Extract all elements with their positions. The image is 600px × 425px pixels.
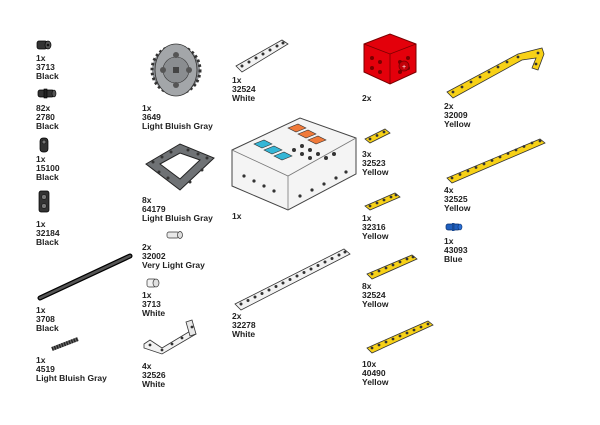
part-number: 32525 bbox=[444, 194, 468, 204]
beam-icon bbox=[366, 254, 418, 280]
part-qty: 1x bbox=[142, 103, 152, 113]
part-number: 3649 bbox=[142, 112, 161, 122]
part-qty: 10x bbox=[362, 359, 377, 369]
part-number: 32524 bbox=[362, 290, 386, 300]
part-qty: 1x bbox=[36, 53, 46, 63]
part-number: 32002 bbox=[142, 251, 166, 261]
spring-icon bbox=[51, 337, 79, 351]
part-number: 2780 bbox=[36, 112, 55, 122]
part-number: 3708 bbox=[36, 314, 55, 324]
beam-icon bbox=[364, 128, 391, 144]
part-number: 15100 bbox=[36, 163, 60, 173]
part-qty: 82x bbox=[36, 103, 51, 113]
axle-pin-icon bbox=[445, 223, 463, 231]
beam-icon bbox=[366, 320, 434, 354]
frame-icon bbox=[145, 143, 215, 191]
part-color: White bbox=[232, 93, 256, 103]
svg-text:+: + bbox=[402, 64, 406, 71]
part-color: Yellow bbox=[444, 203, 471, 213]
part-color: Black bbox=[36, 237, 59, 247]
beam-icon bbox=[364, 192, 401, 211]
part-number: 43093 bbox=[444, 245, 468, 255]
part-color: White bbox=[232, 329, 256, 339]
beam-icon bbox=[446, 138, 546, 184]
connector-icon bbox=[38, 190, 50, 213]
l-beam-icon bbox=[143, 319, 197, 355]
part-number: 32524 bbox=[232, 84, 256, 94]
part-color: Very Light Gray bbox=[142, 260, 205, 270]
part-number: 64179 bbox=[142, 204, 166, 214]
bush-icon bbox=[166, 231, 183, 239]
part-qty: 8x bbox=[362, 281, 372, 291]
part-color: Yellow bbox=[362, 231, 389, 241]
bent-beam-icon bbox=[446, 47, 545, 99]
part-qty: 1x bbox=[444, 236, 454, 246]
part-qty: 2x bbox=[142, 242, 152, 252]
axle-icon bbox=[37, 253, 133, 301]
hub-icon bbox=[231, 117, 357, 211]
part-color: Blue bbox=[444, 254, 463, 264]
part-number: 40490 bbox=[362, 368, 386, 378]
part-color: Light Bluish Gray bbox=[142, 121, 213, 131]
beam-icon bbox=[234, 248, 351, 311]
part-qty: 4x bbox=[142, 361, 152, 371]
part-color: Yellow bbox=[362, 167, 389, 177]
part-color: Yellow bbox=[362, 299, 389, 309]
part-number: 32009 bbox=[444, 110, 468, 120]
part-number: 32526 bbox=[142, 370, 166, 380]
part-color: Black bbox=[36, 172, 59, 182]
part-qty: 3x bbox=[362, 149, 372, 159]
part-number: 3713 bbox=[142, 299, 161, 309]
part-number: 32278 bbox=[232, 320, 256, 330]
part-color: White bbox=[142, 308, 166, 318]
part-color: Light Bluish Gray bbox=[36, 373, 107, 383]
part-qty: 1x bbox=[36, 355, 46, 365]
part-qty: 2x bbox=[362, 93, 372, 103]
part-color: Black bbox=[36, 323, 59, 333]
motor-icon: + bbox=[363, 33, 417, 85]
part-qty: 8x bbox=[142, 195, 152, 205]
part-color: Light Bluish Gray bbox=[142, 213, 213, 223]
part-qty: 1x bbox=[36, 154, 46, 164]
part-number: 4519 bbox=[36, 364, 55, 374]
part-qty: 1x bbox=[362, 213, 372, 223]
part-color: White bbox=[142, 379, 166, 389]
part-qty: 1x bbox=[232, 75, 242, 85]
bush-icon bbox=[36, 40, 52, 50]
bush-icon bbox=[146, 278, 160, 288]
part-qty: 4x bbox=[444, 185, 454, 195]
part-number: 32523 bbox=[362, 158, 386, 168]
pin-icon bbox=[37, 88, 57, 99]
part-qty: 1x bbox=[36, 305, 46, 315]
part-color: Yellow bbox=[444, 119, 471, 129]
part-number: 32184 bbox=[36, 228, 60, 238]
part-color: Black bbox=[36, 71, 59, 81]
beam-icon bbox=[235, 39, 289, 73]
part-qty: 2x bbox=[444, 101, 454, 111]
part-qty: 1x bbox=[36, 219, 46, 229]
part-number: 32316 bbox=[362, 222, 386, 232]
part-qty: 1x bbox=[232, 211, 242, 221]
part-qty: 2x bbox=[232, 311, 242, 321]
part-number: 3713 bbox=[36, 62, 55, 72]
gear-icon bbox=[150, 43, 202, 97]
part-color: Black bbox=[36, 121, 59, 131]
part-qty: 1x bbox=[142, 290, 152, 300]
pin-with-hole-icon bbox=[39, 137, 49, 153]
part-color: Yellow bbox=[362, 377, 389, 387]
